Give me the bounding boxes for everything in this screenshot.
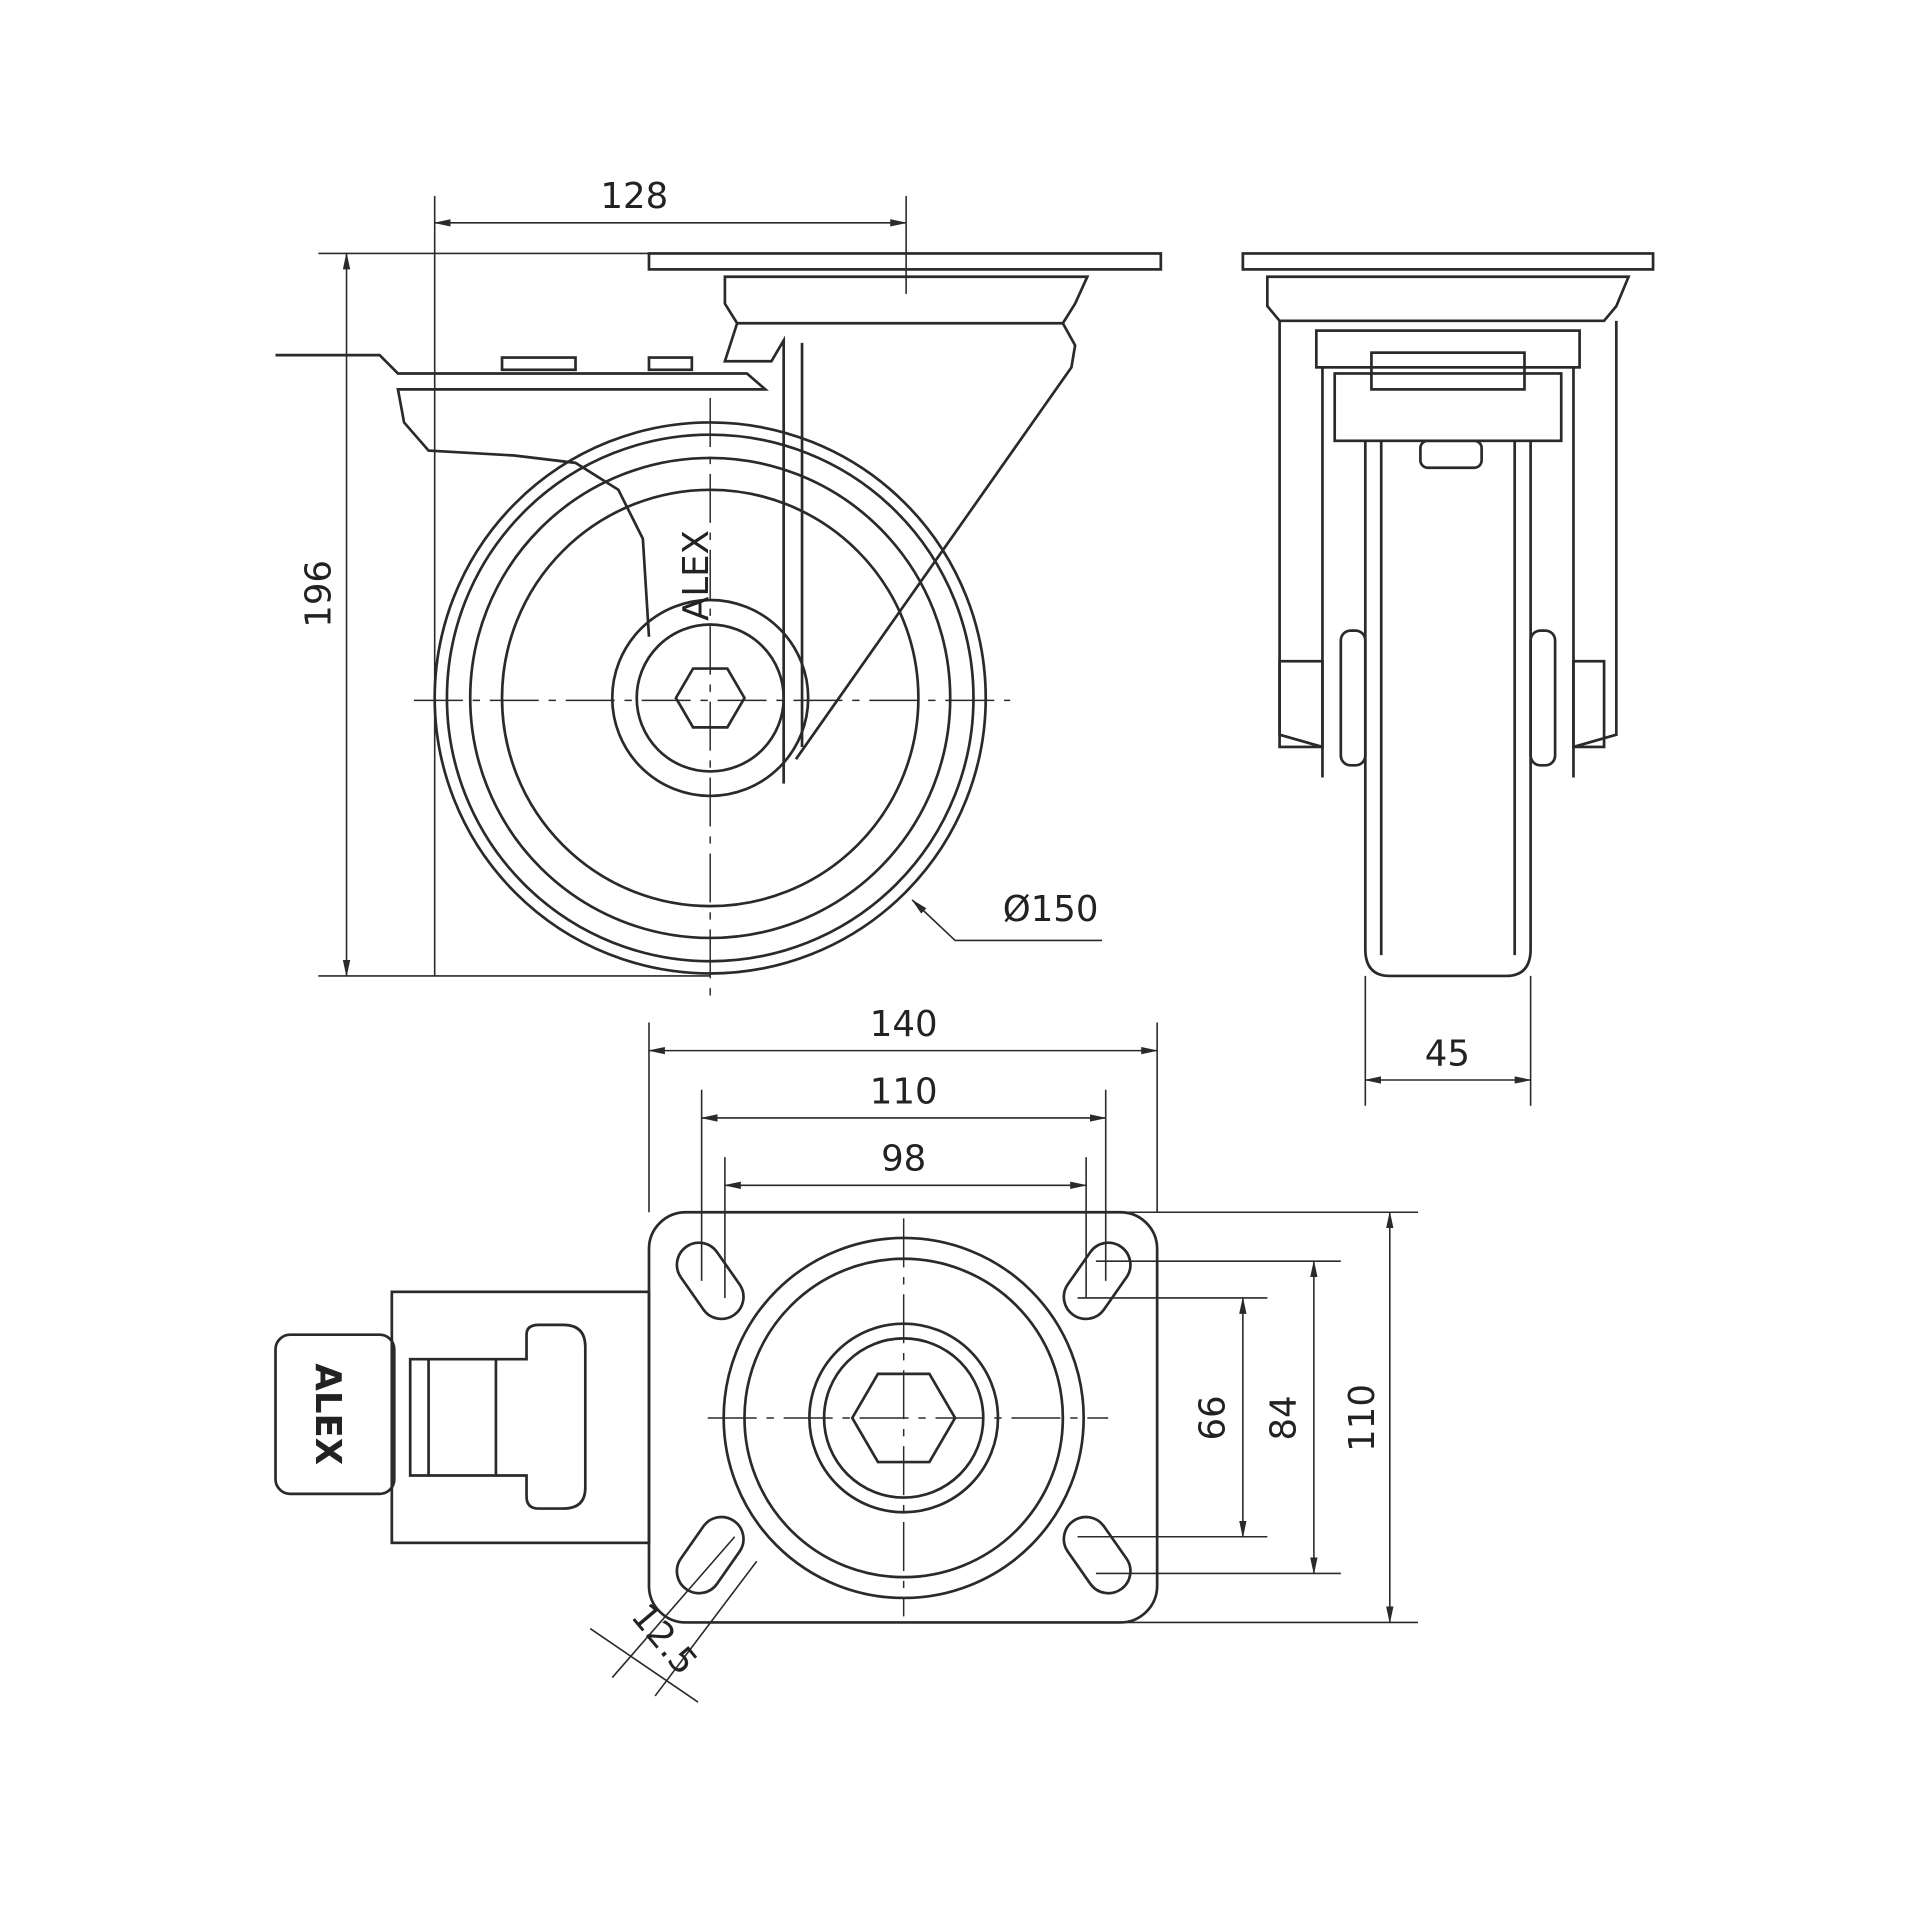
logo-pedal: ALEX bbox=[307, 1363, 348, 1465]
dim-128: 128 bbox=[600, 176, 668, 217]
dim-66: 66 bbox=[1192, 1395, 1233, 1440]
dim-196: 196 bbox=[299, 560, 340, 628]
side-view: ALEX bbox=[275, 252, 1163, 998]
front-view bbox=[1241, 252, 1655, 978]
dim-84: 84 bbox=[1264, 1395, 1305, 1440]
dimensions: 128 196 Ø150 140 110 98 66 84 110 45 12.… bbox=[299, 176, 1532, 1703]
bottom-view: ALEX bbox=[274, 1210, 1159, 1624]
logo-side: ALEX bbox=[676, 530, 717, 621]
dim-diameter-150: Ø150 bbox=[1003, 889, 1099, 930]
dim-140: 140 bbox=[870, 1004, 938, 1045]
dim-45: 45 bbox=[1425, 1033, 1470, 1074]
dim-98: 98 bbox=[881, 1139, 926, 1180]
dim-110-y: 110 bbox=[1342, 1384, 1383, 1452]
dim-12-5: 12.5 bbox=[623, 1596, 705, 1683]
mounting-slots bbox=[675, 1241, 1132, 1595]
dim-110-x: 110 bbox=[870, 1071, 938, 1112]
